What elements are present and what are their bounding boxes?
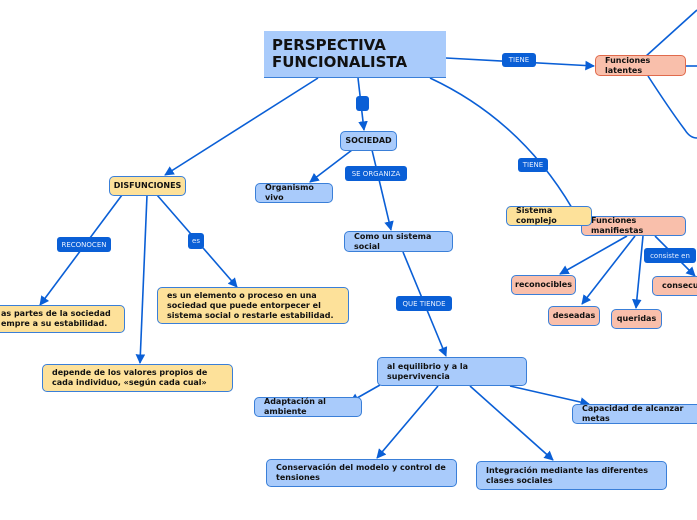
link-latentes-down (647, 75, 697, 139)
label-se-organiza[interactable]: SE ORGANIZA (345, 166, 407, 181)
root-title-line1: PERSPECTIVA (272, 36, 386, 54)
node-sociedad[interactable]: SOCIEDAD (340, 131, 397, 151)
link-eq-integracion (469, 385, 554, 461)
link-sociedad-organismo (309, 149, 353, 183)
node-disfunciones[interactable]: DISFUNCIONES (109, 176, 186, 196)
link-eq-conservacion (376, 385, 439, 459)
label-tiene-right[interactable]: TIENE (518, 158, 548, 172)
label-es[interactable]: es (188, 233, 204, 249)
link-root-disfunciones (164, 77, 319, 176)
node-sistema-social[interactable]: Como un sistema social (344, 231, 453, 252)
label-consiste-en[interactable]: consiste en (644, 248, 696, 263)
node-funciones-manifiestas[interactable]: Funciones manifiestas (581, 216, 686, 236)
link-latentes-up (644, 9, 697, 58)
label-que-tiende[interactable]: QUE TIENDE (396, 296, 452, 311)
label-reconocen[interactable]: RECONOCEN (57, 237, 111, 252)
node-sistema-complejo[interactable]: Sistema complejo (506, 206, 592, 226)
node-deseadas[interactable]: deseadas (548, 306, 600, 326)
node-reconocibles[interactable]: reconocibles (511, 275, 576, 295)
node-funciones-latentes[interactable]: Funciones latentes (595, 55, 686, 76)
node-partes-sociedad[interactable]: as partes de la sociedad empre a su esta… (0, 305, 125, 333)
link-sociedad-sistema (371, 149, 394, 231)
node-organismo-vivo[interactable]: Organismo vivo (255, 183, 333, 203)
node-capacidad-metas[interactable]: Capacidad de alcanzar metas (572, 404, 697, 424)
link-disf-depende (135, 194, 148, 364)
node-adaptacion[interactable]: Adaptación al ambiente (254, 397, 362, 417)
link-eq-capacidad (509, 385, 590, 407)
node-elemento-proceso[interactable]: es un elemento o proceso en una sociedad… (157, 287, 349, 324)
link-man-reconocibles (559, 235, 628, 275)
node-integracion[interactable]: Integración mediante las diferentes clas… (476, 461, 667, 490)
link-man-queridas (632, 235, 644, 309)
node-equilibrio[interactable]: al equilibrio y a la supervivencia (377, 357, 527, 386)
label-tiene-top[interactable]: TIENE (502, 53, 536, 67)
node-conservacion[interactable]: Conservación del modelo y control de ten… (266, 459, 457, 487)
label-unlabeled[interactable] (356, 96, 369, 111)
node-depende-valores[interactable]: depende de los valores propios de cada i… (42, 364, 233, 392)
root-title-line2: FUNCIONALISTA (272, 53, 408, 71)
node-queridas[interactable]: queridas (611, 309, 662, 329)
link-root-complejo (429, 77, 573, 209)
root-node[interactable]: PERSPECTIVA FUNCIONALISTA (264, 31, 446, 78)
node-consecuencias[interactable]: consecue (652, 276, 697, 296)
link-man-deseadas (581, 235, 636, 305)
